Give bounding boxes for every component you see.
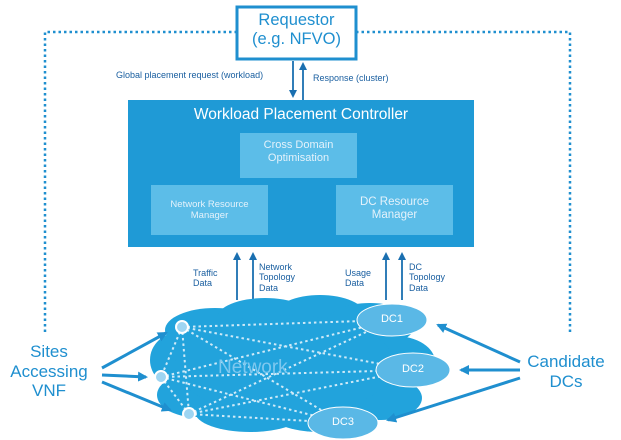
traffic-line2: Data — [193, 278, 213, 289]
cross-domain-line1: Cross Domain — [263, 139, 334, 151]
requestor-line2: (e.g. NFVO) — [252, 29, 341, 48]
site-node-3 — [182, 407, 196, 421]
dc3-ellipse — [307, 406, 379, 440]
network-topology-line2: Topology — [259, 272, 296, 283]
dc1-ellipse — [356, 303, 428, 337]
candidate-arrow-3 — [386, 376, 521, 423]
dc3-label: DC3 — [331, 416, 354, 428]
requestor-box — [235, 5, 358, 61]
network-topology-line3: Data — [259, 282, 279, 293]
sites-line3: VNF — [32, 381, 66, 401]
network-rm-box — [151, 185, 268, 235]
dc-topology-label: DC Topology Data — [409, 262, 445, 293]
dc-rm-box — [336, 185, 453, 235]
candidate-arrow-1 — [436, 323, 521, 364]
sites-arrow-3 — [101, 380, 172, 412]
usage-data-label: Usage Data — [345, 268, 371, 289]
dc-rm-label: DC Resource Manager — [336, 196, 453, 222]
cross-domain-line2: Optimisation — [267, 151, 330, 164]
network-rm-line1: Network Resource — [170, 199, 249, 210]
sites-arrow-2 — [101, 371, 148, 382]
cross-domain-box — [240, 133, 357, 178]
sites-label: Sites Accessing VNF — [6, 342, 92, 401]
dc-rm-line2: Manager — [371, 209, 418, 222]
cross-domain-label: Cross Domain Optimisation — [240, 139, 357, 164]
dc1-label: DC1 — [380, 313, 403, 325]
dc-topology-line3: Data — [409, 282, 429, 293]
network-topology-line1: Network — [259, 262, 293, 272]
dc2-ellipse — [375, 352, 451, 388]
sites-line1: Sites — [30, 342, 68, 361]
usage-line1: Usage — [345, 268, 372, 278]
traffic-line1: Traffic — [193, 268, 218, 278]
sites-arrow-1 — [101, 331, 168, 370]
traffic-data-label: Traffic Data — [193, 268, 218, 289]
network-rm-label: Network Resource Manager — [151, 199, 268, 222]
candidate-line2: DCs — [549, 371, 583, 391]
dc-rm-line1: DC Resource — [359, 196, 430, 208]
controller-title: Workload Placement Controller — [193, 106, 409, 123]
site-node-1 — [175, 320, 189, 334]
network-label: Network — [218, 357, 288, 378]
global-request-label: Global placement request (workload) — [116, 70, 264, 80]
dc2-label: DC2 — [401, 363, 424, 375]
requestor-line1: Requestor — [258, 11, 335, 29]
site-node-2 — [154, 370, 168, 384]
usage-line2: Data — [345, 278, 365, 289]
response-label: Response (cluster) — [313, 73, 389, 83]
sites-line2: Accessing — [10, 361, 88, 381]
network-topology-label: Network Topology Data — [259, 262, 295, 293]
requestor-label: Requestor (e.g. NFVO) — [237, 11, 356, 49]
candidate-line1: Candidate — [527, 352, 605, 371]
dc-topology-line1: DC — [409, 262, 422, 272]
network-rm-line2: Manager — [190, 209, 229, 221]
candidate-label: Candidate DCs — [520, 352, 612, 391]
dc-topology-line2: Topology — [409, 272, 446, 283]
